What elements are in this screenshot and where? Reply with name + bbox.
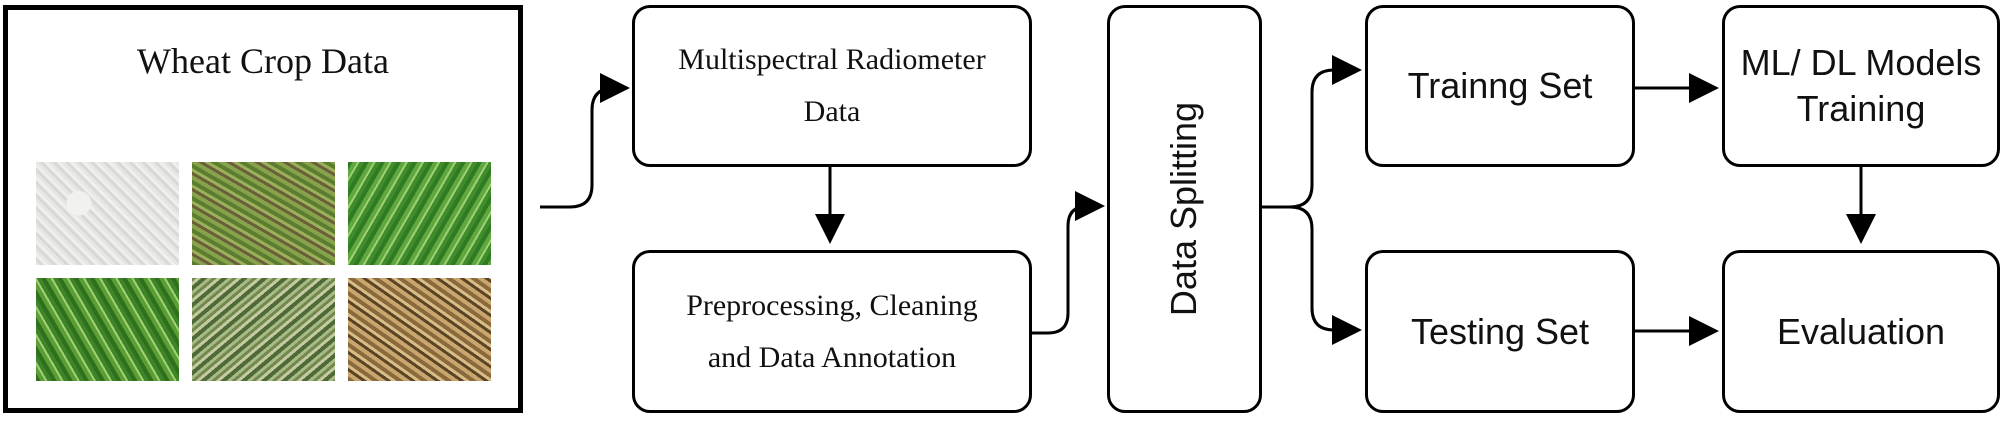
arrow-splitting-to-testing <box>1262 205 1362 345</box>
arrow-preprocessing-to-splitting <box>1032 191 1105 335</box>
multispectral-data-box: Multispectral Radiometer Data <box>632 5 1032 167</box>
preprocessing-line-1: Preprocessing, Cleaning <box>686 288 978 322</box>
arrow-panel-to-multispectral <box>540 73 630 209</box>
wheat-photo-2 <box>192 162 335 265</box>
wheat-photo-panel: Wheat Crop Data <box>3 5 523 413</box>
training-set-label: Trainng Set <box>1407 65 1593 106</box>
evaluation-label: Evaluation <box>1776 310 1946 352</box>
testing-set-box: Testing Set <box>1365 250 1635 413</box>
multispectral-line-2: Data <box>803 95 861 128</box>
wheat-photo-5 <box>192 278 335 381</box>
panel-title: Wheat Crop Data <box>137 41 389 81</box>
training-set-box: Trainng Set <box>1365 5 1635 167</box>
preprocessing-box: Preprocessing, Cleaning and Data Annotat… <box>632 250 1032 413</box>
preprocessing-line-2: and Data Annotation <box>707 340 957 374</box>
wheat-photo-1 <box>36 162 179 265</box>
models-training-box: ML/ DL Models Training <box>1722 5 2000 167</box>
wheat-photo-4 <box>36 278 179 381</box>
data-splitting-box: Data Splitting <box>1107 5 1262 413</box>
models-line-1: ML/ DL Models <box>1740 42 1982 83</box>
data-splitting-label: Data Splitting <box>1163 101 1205 317</box>
wheat-photo-6 <box>348 278 491 381</box>
models-line-2: Training <box>1796 88 1926 129</box>
evaluation-box: Evaluation <box>1722 250 2000 413</box>
multispectral-line-1: Multispectral Radiometer <box>678 43 986 76</box>
testing-set-label: Testing Set <box>1410 310 1590 352</box>
wheat-photo-3 <box>348 162 491 265</box>
arrow-splitting-to-training <box>1262 55 1362 209</box>
